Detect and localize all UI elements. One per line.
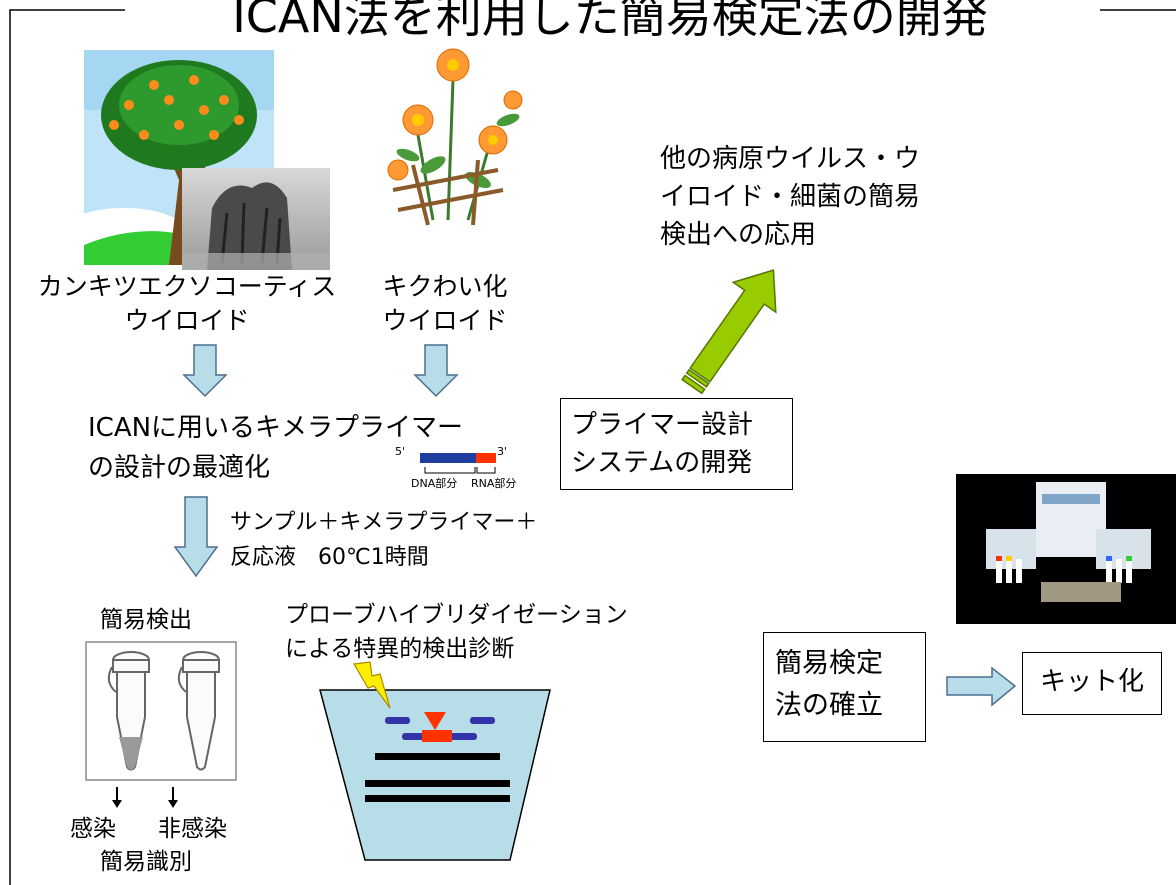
chimera-rna-label: RNA部分: [471, 477, 517, 490]
lightning-icon: [353, 661, 391, 709]
viroid2-label: キクわい化 ウイロイド: [360, 270, 530, 338]
kit-label: キット化: [1039, 667, 1144, 697]
infected-arrow: [112, 787, 122, 808]
chrysanthemum-illustration: [387, 48, 523, 226]
down-arrow-3: [173, 496, 219, 578]
primer-system-line2: システムの開発: [571, 448, 753, 478]
chimera-rna-segment: [476, 453, 496, 463]
discrimination-label: 簡易識別: [100, 849, 192, 875]
viroid2-line2: ウイロイド: [382, 306, 508, 335]
reaction-line1: サンプル＋キメラプライマー＋: [230, 510, 538, 535]
chimera-dna-label: DNA部分: [411, 477, 458, 490]
uninfected-label: 非感染: [158, 816, 227, 842]
establish-line2: 法の確立: [775, 690, 883, 721]
page-title: ICAN法を利用した簡易検定法の開発: [232, 0, 988, 43]
viroid2-line1: キクわい化: [382, 272, 508, 301]
viroid1-line2: ウイロイド: [124, 306, 250, 335]
green-arrow: [681, 269, 777, 395]
probe-line1: プローブハイブリダイゼーション: [285, 602, 628, 628]
down-arrow-1: [182, 344, 228, 398]
chimera-3prime: 3': [497, 445, 508, 458]
application-text: 他の病原ウイルス・ウ イロイド・細菌の簡易 検出への応用: [660, 140, 920, 254]
chimera-5prime: 5': [395, 445, 406, 458]
down-arrow-2: [413, 344, 459, 398]
primer-opt-line1: ICANに用いるキメラプライマー: [88, 413, 464, 443]
reaction-line2: 反応液 60℃1時間: [230, 545, 429, 570]
primer-design-system-box: プライマー設計 システムの開発: [560, 398, 793, 490]
uninfected-arrow: [168, 787, 178, 808]
simple-detection-label: 簡易検出: [100, 607, 192, 633]
application-line1: 他の病原ウイルス・ウ: [660, 144, 921, 174]
establish-method-box: 簡易検定 法の確立: [763, 632, 926, 742]
establish-line1: 簡易検定: [775, 648, 883, 679]
chimera-dna-segment: [420, 453, 476, 463]
kit-product-photo: [956, 474, 1176, 624]
primer-opt-line2: の設計の最適化: [88, 453, 271, 483]
viroid1-line1: カンキツエクソコーティス: [37, 272, 337, 301]
kit-box: キット化: [1022, 652, 1162, 715]
test-tubes-illustration: [85, 641, 237, 781]
chimera-primer-diagram: 5' 3' DNA部分 RNA部分: [395, 445, 535, 497]
probe-line2: による特異的検出診断: [285, 636, 515, 662]
right-arrow: [946, 666, 1017, 707]
reaction-text: サンプル＋キメラプライマー＋ 反応液 60℃1時間: [230, 505, 537, 575]
viroid1-label: カンキツエクソコーティス ウイロイド: [22, 270, 352, 338]
stunted-plant-photo: [182, 168, 330, 270]
primer-system-line1: プライマー設計: [571, 410, 754, 440]
application-line3: 検出への応用: [660, 220, 817, 250]
probe-text: プローブハイブリダイゼーション による特異的検出診断: [285, 598, 628, 666]
infected-label: 感染: [70, 816, 116, 842]
application-line2: イロイド・細菌の簡易: [660, 182, 921, 212]
primer-optimization-text: ICANに用いるキメラプライマー の設計の最適化: [88, 408, 463, 488]
probe-well-diagram: [319, 689, 551, 861]
